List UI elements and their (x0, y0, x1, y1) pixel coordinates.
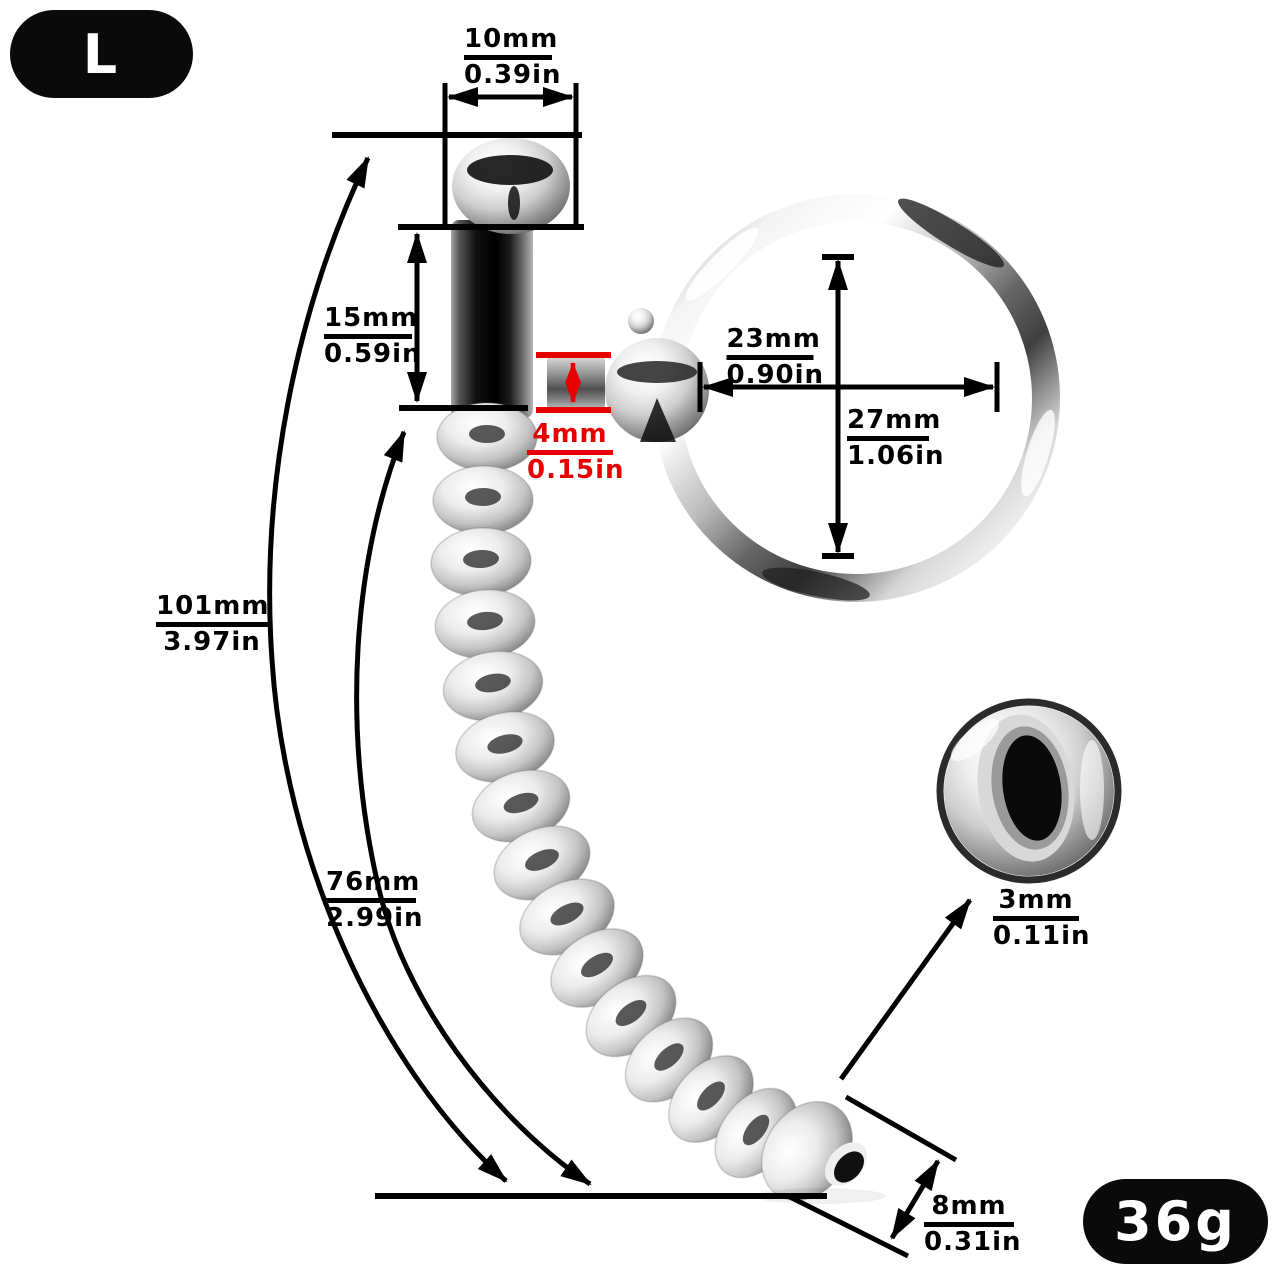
fraction-bar (156, 622, 268, 627)
dim-in-value: 0.59in (324, 339, 422, 369)
fraction-bar (464, 55, 552, 60)
dim-tip-diameter-lines (786, 1094, 958, 1259)
dim-head-width-label: 10mm 0.39in (464, 24, 562, 90)
fraction-bar (847, 436, 929, 441)
dim-ring-inner-label: 23mm 0.90in (726, 324, 825, 390)
beaded-shaft (430, 402, 854, 1202)
head-cylinder (451, 220, 533, 418)
dim-mm-value: 23mm (726, 324, 821, 354)
glans-ring (652, 194, 1060, 602)
dim-mm-value: 15mm (324, 303, 419, 333)
dim-insertable-length-label: 76mm 2.99in (326, 867, 424, 933)
dim-in-value: 0.11in (993, 921, 1091, 951)
dim-in-value: 0.39in (464, 60, 562, 90)
fraction-bar (324, 334, 412, 339)
weight-badge: 36g (1083, 1179, 1268, 1264)
fraction-bar (726, 355, 814, 360)
dim-groove-lines (536, 352, 611, 413)
dim-in-value: 0.90in (726, 360, 825, 390)
dim-ring-inner-lines (697, 362, 1000, 412)
tip-hole (825, 1142, 867, 1186)
dim-mm-value: 27mm (847, 405, 942, 435)
dim-in-value: 3.97in (163, 627, 261, 657)
dim-insertable-length-arrow (354, 430, 592, 1187)
ring-ball (605, 338, 709, 442)
dim-ring-outer-label: 27mm 1.06in (847, 405, 945, 471)
dim-groove-label: 4mm 0.15in (527, 419, 625, 485)
glans-ball (452, 138, 570, 234)
dim-total-length-label: 101mm 3.97in (156, 593, 268, 656)
dim-mm-value: 76mm (326, 867, 421, 897)
fraction-bar (924, 1222, 1014, 1227)
dim-hole-diameter-label: 3mm 0.11in (993, 885, 1091, 951)
dim-ring-outer-lines (822, 254, 854, 559)
hole-detail-pointer-arrow (838, 898, 973, 1081)
dim-mm-value: 8mm (931, 1191, 1007, 1221)
dim-mm-value: 3mm (998, 885, 1074, 915)
dim-tip-diameter-label: 8mm 0.31in (924, 1191, 1022, 1257)
fraction-bar (326, 898, 416, 903)
dim-in-value: 0.31in (924, 1227, 1022, 1257)
dim-mm-value: 10mm (464, 24, 559, 54)
hole-detail-inset (936, 698, 1122, 884)
dim-in-value: 0.15in (527, 455, 625, 485)
fraction-bar (527, 450, 613, 455)
dim-in-value: 2.99in (326, 903, 424, 933)
size-badge: L (10, 10, 193, 98)
dim-mm-value: 101mm (156, 591, 270, 621)
groove-cylinder (547, 357, 605, 409)
dim-head-length-label: 15mm 0.59in (324, 303, 422, 369)
dim-in-value: 1.06in (847, 441, 945, 471)
product-illustration (430, 138, 1060, 1204)
dimension-annotations (267, 83, 1000, 1259)
dim-mm-value: 4mm (532, 419, 608, 449)
fraction-bar (993, 916, 1079, 921)
ring-nub (628, 308, 654, 334)
